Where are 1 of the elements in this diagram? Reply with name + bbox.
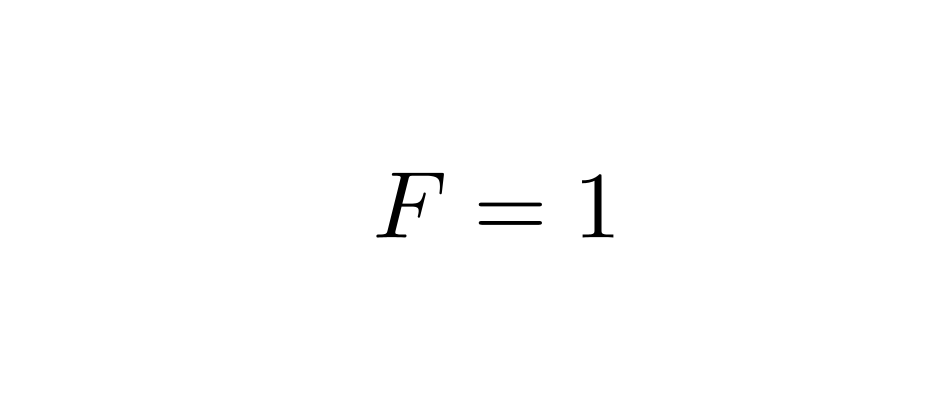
formula: $F=1$ — [376, 172, 614, 238]
